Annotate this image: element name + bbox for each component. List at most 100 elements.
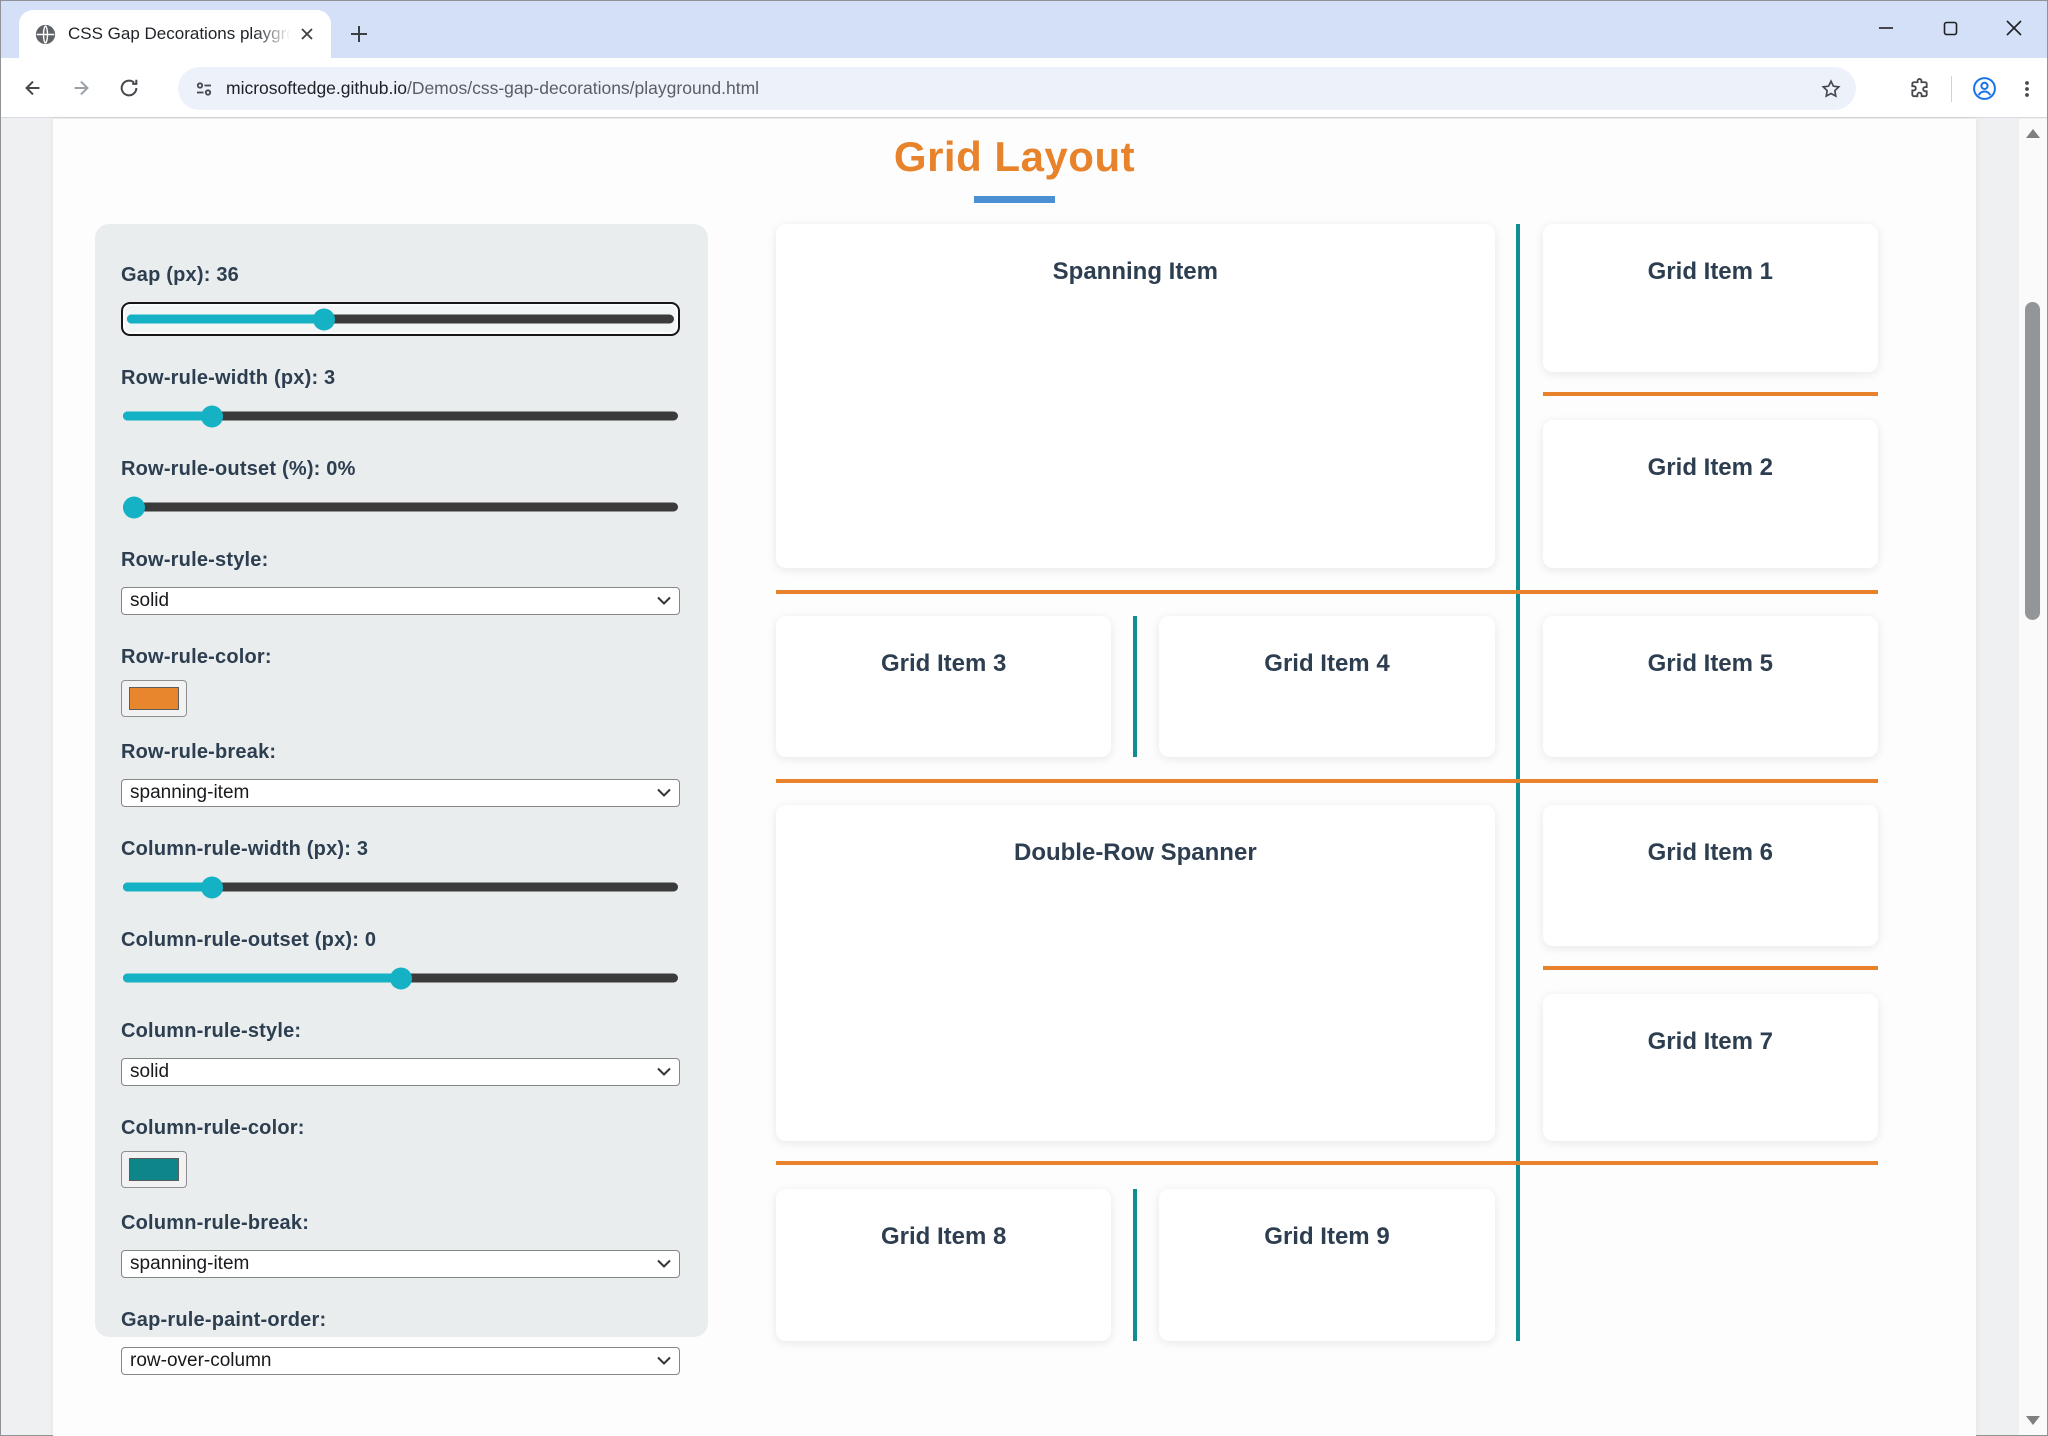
- row-rule-outset-label: Row-rule-outset (%): 0%: [121, 458, 356, 480]
- column-rule-break-group: Column-rule-break: spanning-item: [121, 1212, 680, 1278]
- chevron-down-icon: [657, 1356, 671, 1365]
- new-tab-button[interactable]: [345, 20, 373, 48]
- column-rule-style-label: Column-rule-style:: [121, 1020, 302, 1042]
- row-rule-color-picker[interactable]: [121, 680, 187, 717]
- row-rule-1: [1543, 392, 1878, 396]
- bookmark-star-icon[interactable]: [1820, 78, 1842, 100]
- row-rule-width-label: Row-rule-width (px): 3: [121, 367, 336, 389]
- window-maximize-button[interactable]: [1931, 9, 1969, 47]
- site-info-icon[interactable]: [194, 79, 214, 99]
- page-title: Grid Layout: [893, 133, 1136, 180]
- tab-close-icon[interactable]: [295, 22, 319, 46]
- column-rule-color-group: Column-rule-color:: [121, 1117, 680, 1188]
- gap-slider[interactable]: [121, 302, 680, 336]
- gap-label: Gap (px): 36: [121, 264, 239, 286]
- slider-thumb[interactable]: [312, 308, 335, 330]
- forward-button[interactable]: [61, 68, 101, 108]
- color-swatch: [129, 1158, 179, 1181]
- back-button[interactable]: [13, 68, 53, 108]
- column-rule-outset-slider[interactable]: [123, 967, 678, 989]
- gap-control-group: Gap (px): 36: [121, 264, 680, 336]
- gap-rule-paint-order-group: Gap-rule-paint-order: row-over-column: [121, 1309, 680, 1375]
- column-rule-width-group: Column-rule-width (px): 3: [121, 838, 680, 898]
- browser-menu-icon[interactable]: [2017, 79, 2037, 99]
- select-value: spanning-item: [130, 782, 250, 803]
- extensions-icon[interactable]: [1908, 77, 1931, 100]
- column-rule-width-slider[interactable]: [123, 876, 678, 898]
- row-rule-4: [1543, 966, 1878, 970]
- select-value: row-over-column: [130, 1350, 272, 1371]
- row-rule-width-slider[interactable]: [123, 405, 678, 427]
- row-rule-break-select[interactable]: spanning-item: [121, 779, 680, 807]
- column-rule-width-label: Column-rule-width (px): 3: [121, 838, 369, 860]
- row-rule-outset-group: Row-rule-outset (%): 0%: [121, 458, 680, 518]
- tab-strip: CSS Gap Decorations playgroun: [1, 1, 2047, 58]
- scrollbar-thumb[interactable]: [2025, 302, 2040, 620]
- grid-item-5: Grid Item 5: [1542, 616, 1878, 757]
- url-path: /Demos/css-gap-decorations/playground.ht…: [406, 78, 760, 98]
- tab-title: CSS Gap Decorations playgroun: [68, 24, 295, 43]
- grid-item-8: Grid Item 8: [776, 1189, 1112, 1341]
- url-text: microsoftedge.github.io/Demos/css-gap-de…: [226, 78, 1820, 99]
- grid-item-double-row-spanner: Double-Row Spanner: [776, 805, 1495, 1141]
- row-rule-break-group: Row-rule-break: spanning-item: [121, 741, 680, 807]
- row-rule-style-group: Row-rule-style: solid: [121, 549, 680, 615]
- address-bar[interactable]: microsoftedge.github.io/Demos/css-gap-de…: [178, 67, 1856, 110]
- row-rule-style-label: Row-rule-style:: [121, 549, 269, 571]
- page-content: Grid Layout Gap (px): 36 Row-rule-width …: [53, 119, 1976, 1436]
- demo-grid: Spanning Item Grid Item 1 Grid Item 2 Gr…: [776, 224, 1878, 1341]
- row-rule-break-label: Row-rule-break:: [121, 741, 277, 763]
- grid-item-spanning: Spanning Item: [776, 224, 1495, 568]
- row-rule-outset-slider[interactable]: [123, 496, 678, 518]
- column-rule-style-select[interactable]: solid: [121, 1058, 680, 1086]
- slider-thumb[interactable]: [123, 496, 146, 518]
- column-rule-break-select[interactable]: spanning-item: [121, 1250, 680, 1278]
- grid-item-1: Grid Item 1: [1542, 224, 1878, 372]
- chevron-down-icon: [657, 788, 671, 797]
- gap-rule-paint-order-label: Gap-rule-paint-order:: [121, 1309, 327, 1331]
- chevron-down-icon: [657, 596, 671, 605]
- reload-button[interactable]: [109, 68, 149, 108]
- slider-thumb[interactable]: [200, 405, 223, 427]
- row-rule-width-group: Row-rule-width (px): 3: [121, 367, 680, 427]
- grid-item-2: Grid Item 2: [1542, 420, 1878, 568]
- vertical-scrollbar[interactable]: [2019, 119, 2047, 1435]
- chevron-down-icon: [657, 1259, 671, 1268]
- scrollbar-up-arrow-icon[interactable]: [2026, 129, 2040, 138]
- browser-toolbar: microsoftedge.github.io/Demos/css-gap-de…: [1, 58, 2047, 118]
- slider-thumb[interactable]: [200, 876, 223, 898]
- grid-item-4: Grid Item 4: [1159, 616, 1495, 757]
- row-rule-5: [776, 1161, 1878, 1165]
- row-rule-2: [776, 590, 1878, 594]
- globe-favicon-icon: [35, 24, 56, 45]
- profile-avatar-icon[interactable]: [1972, 76, 1997, 101]
- window-close-button[interactable]: [1995, 9, 2033, 47]
- column-rule-short-row3: [1133, 616, 1137, 757]
- grid-item-3: Grid Item 3: [776, 616, 1112, 757]
- window-minimize-button[interactable]: [1867, 9, 1905, 47]
- controls-panel: Gap (px): 36 Row-rule-width (px): 3 Row-…: [95, 224, 708, 1375]
- gap-rule-paint-order-select[interactable]: row-over-column: [121, 1347, 680, 1375]
- grid-item-9: Grid Item 9: [1159, 1189, 1495, 1341]
- title-underline: [974, 196, 1055, 203]
- column-rule-outset-group: Column-rule-outset (px): 0: [121, 929, 680, 989]
- row-rule-style-select[interactable]: solid: [121, 587, 680, 615]
- chevron-down-icon: [657, 1067, 671, 1076]
- column-rule-style-group: Column-rule-style: solid: [121, 1020, 680, 1086]
- select-value: solid: [130, 1061, 170, 1082]
- column-rule-color-picker[interactable]: [121, 1151, 187, 1188]
- scrollbar-down-arrow-icon[interactable]: [2026, 1416, 2040, 1425]
- select-value: spanning-item: [130, 1253, 250, 1274]
- browser-tab[interactable]: CSS Gap Decorations playgroun: [19, 10, 331, 58]
- column-rule-outset-label: Column-rule-outset (px): 0: [121, 929, 377, 951]
- column-rule-color-label: Column-rule-color:: [121, 1117, 305, 1139]
- row-rule-3: [776, 779, 1878, 783]
- row-rule-color-label: Row-rule-color:: [121, 646, 272, 668]
- column-rule-short-row6: [1133, 1189, 1137, 1341]
- row-rule-color-group: Row-rule-color:: [121, 646, 680, 717]
- grid-item-6: Grid Item 6: [1542, 805, 1878, 946]
- column-rule-break-label: Column-rule-break:: [121, 1212, 310, 1234]
- toolbar-separator: [1951, 75, 1952, 102]
- select-value: solid: [130, 590, 170, 611]
- slider-thumb[interactable]: [389, 967, 412, 989]
